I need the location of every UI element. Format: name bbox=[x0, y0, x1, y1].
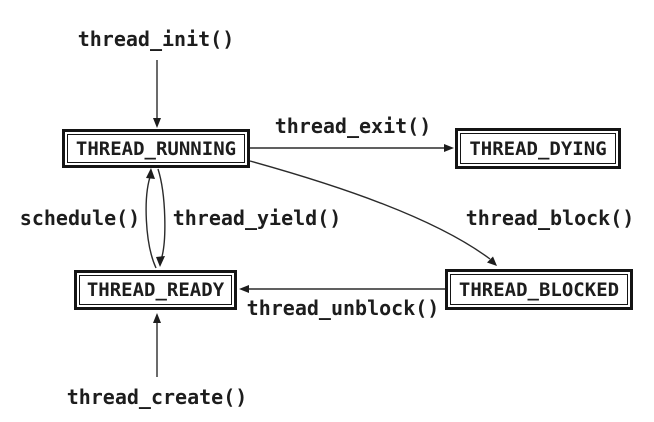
label-thread-init: thread_init() bbox=[77, 27, 235, 51]
state-label: THREAD_RUNNING bbox=[67, 134, 245, 163]
edge-thread-unblock bbox=[239, 285, 445, 293]
state-thread-ready: THREAD_READY bbox=[74, 270, 237, 310]
state-thread-dying: THREAD_DYING bbox=[455, 128, 621, 169]
label-thread-create: thread_create() bbox=[66, 385, 248, 409]
arrowhead-up-icon bbox=[146, 168, 155, 179]
edge-thread-block bbox=[249, 160, 497, 266]
state-label: THREAD_DYING bbox=[460, 133, 616, 164]
arrowhead-down-right-icon bbox=[487, 256, 497, 266]
state-label: THREAD_READY bbox=[79, 275, 232, 305]
label-thread-yield: thread_yield() bbox=[172, 206, 342, 230]
edge-thread-yield bbox=[156, 168, 166, 267]
edge-thread-init bbox=[153, 60, 161, 128]
arrowhead-down-icon bbox=[156, 256, 165, 267]
arrowhead-up-icon bbox=[153, 313, 161, 323]
label-thread-exit: thread_exit() bbox=[274, 114, 432, 138]
state-label: THREAD_BLOCKED bbox=[450, 274, 628, 305]
label-thread-unblock: thread_unblock() bbox=[246, 296, 440, 320]
edge-thread-exit bbox=[250, 144, 454, 152]
state-thread-running: THREAD_RUNNING bbox=[62, 129, 250, 168]
arrowhead-down-icon bbox=[153, 118, 161, 128]
arrowhead-right-icon bbox=[444, 144, 454, 152]
edge-schedule bbox=[145, 168, 157, 269]
label-schedule: schedule() bbox=[19, 206, 141, 230]
state-thread-blocked: THREAD_BLOCKED bbox=[445, 269, 633, 310]
arrowhead-left-icon bbox=[239, 285, 249, 293]
edge-thread-create bbox=[153, 313, 161, 377]
label-thread-block: thread_block() bbox=[465, 206, 635, 230]
